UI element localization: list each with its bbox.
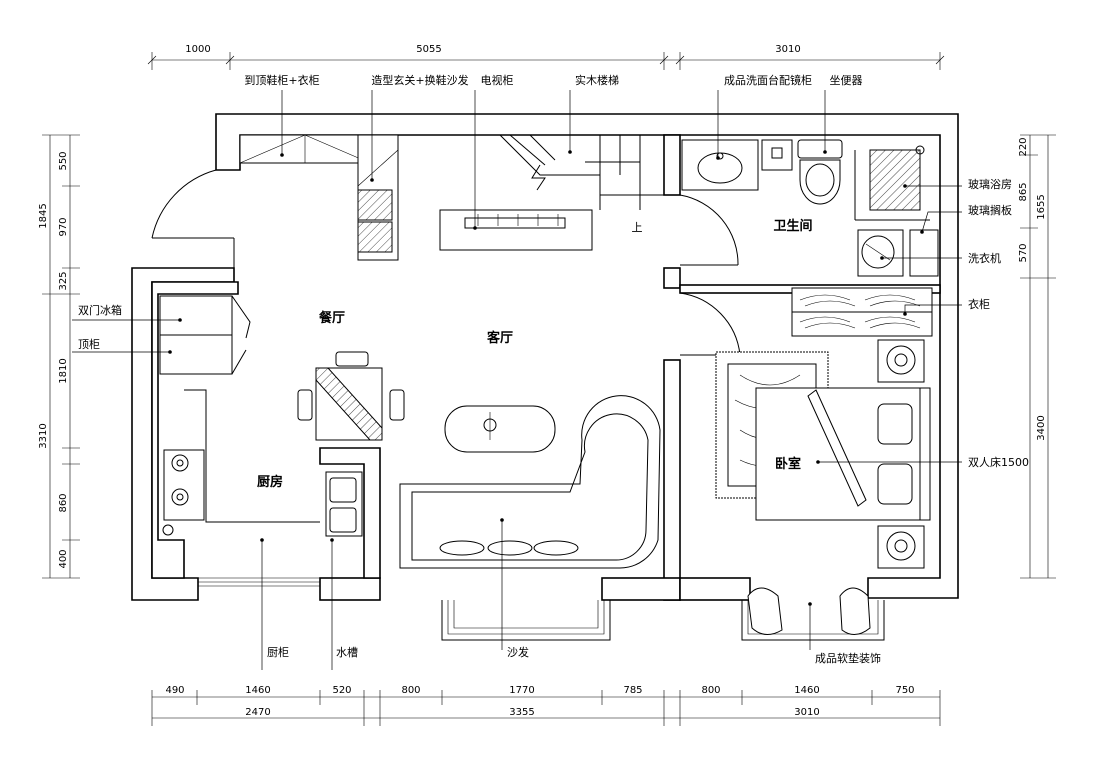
dim-right-outer-1: 1655 bbox=[1036, 194, 1047, 219]
doors bbox=[151, 169, 741, 356]
room-living: 客厅 bbox=[487, 330, 513, 346]
bay-windows bbox=[198, 577, 885, 641]
dim-left-inner-6: 400 bbox=[58, 549, 69, 568]
dim-bottom-total-1: 2470 bbox=[245, 707, 270, 718]
dining-table bbox=[297, 351, 405, 441]
label-wardrobe: 衣柜 bbox=[968, 297, 990, 311]
toilet bbox=[797, 139, 843, 205]
wardrobe bbox=[791, 287, 933, 337]
label-sink: 水槽 bbox=[336, 646, 358, 659]
label-stairs: 实木楼梯 bbox=[575, 73, 619, 87]
room-bedroom: 卧室 bbox=[775, 456, 801, 472]
dim-bottom-total-2: 3355 bbox=[509, 707, 534, 718]
label-double-bed: 双人床1500 bbox=[968, 455, 1029, 469]
label-soft-cushion: 成品软垫装饰 bbox=[815, 651, 881, 665]
dim-right-inner-3: 570 bbox=[1018, 243, 1029, 262]
label-glass-shower: 玻璃浴房 bbox=[968, 177, 1012, 191]
dim-left-outer-1: 1845 bbox=[38, 203, 49, 228]
dim-left-inner-5: 860 bbox=[58, 493, 69, 512]
staircase bbox=[499, 134, 664, 210]
foyer-bench bbox=[357, 134, 399, 261]
dim-top-1: 1000 bbox=[185, 44, 210, 55]
dim-bottom-total-3: 3010 bbox=[794, 707, 819, 718]
leader-lines bbox=[72, 90, 962, 670]
fridge bbox=[159, 295, 251, 375]
glass-shower bbox=[854, 145, 930, 221]
cooktop bbox=[162, 449, 205, 536]
dim-bottom-1: 490 bbox=[165, 685, 184, 696]
coffee-table bbox=[444, 405, 556, 453]
dim-right-inner-2: 865 bbox=[1018, 182, 1029, 201]
tv-cabinet bbox=[439, 209, 593, 251]
dim-bottom-9: 750 bbox=[895, 685, 914, 696]
dim-top-3: 3010 bbox=[775, 44, 800, 55]
dimension-lines-top bbox=[147, 52, 945, 70]
dim-left-inner-1: 550 bbox=[58, 151, 69, 170]
label-basin-mirror: 成品洗面台配镜柜 bbox=[724, 73, 812, 87]
stair-up-label: 上 bbox=[632, 221, 643, 234]
sofa bbox=[399, 395, 661, 569]
label-fridge: 双门冰箱 bbox=[78, 303, 122, 317]
dimension-lines-bottom bbox=[151, 690, 941, 726]
label-kitchen-cabinet: 厨柜 bbox=[267, 646, 289, 659]
dim-right-outer-2: 3400 bbox=[1036, 415, 1047, 440]
dim-bottom-5: 1770 bbox=[509, 685, 534, 696]
label-top-cabinet: 顶柜 bbox=[78, 338, 100, 351]
dimension-lines-left bbox=[42, 134, 80, 579]
basin-cabinet bbox=[681, 139, 793, 191]
dim-bottom-6: 785 bbox=[623, 685, 642, 696]
label-glass-shelf: 玻璃搁板 bbox=[968, 203, 1012, 217]
label-shoe-cabinet: 到顶鞋柜+衣柜 bbox=[244, 73, 319, 87]
room-bathroom: 卫生间 bbox=[773, 218, 812, 234]
dim-bottom-7: 800 bbox=[701, 685, 720, 696]
dim-bottom-3: 520 bbox=[332, 685, 351, 696]
bay-cushions bbox=[747, 587, 871, 635]
dim-right-inner-1: 220 bbox=[1018, 137, 1029, 156]
dim-left-inner-3: 325 bbox=[58, 271, 69, 290]
label-sofa: 沙发 bbox=[507, 645, 529, 659]
label-toilet: 坐便器 bbox=[830, 74, 863, 87]
shoe-cabinet bbox=[239, 134, 371, 164]
dim-left-inner-2: 970 bbox=[58, 217, 69, 236]
dim-bottom-8: 1460 bbox=[794, 685, 819, 696]
label-washer: 洗衣机 bbox=[968, 251, 1001, 265]
dim-top-2: 5055 bbox=[416, 44, 441, 55]
dim-bottom-4: 800 bbox=[401, 685, 420, 696]
room-dining: 餐厅 bbox=[318, 310, 345, 326]
room-kitchen: 厨房 bbox=[257, 474, 283, 490]
dim-left-inner-4: 1810 bbox=[58, 358, 69, 383]
double-bed bbox=[755, 387, 931, 521]
dim-left-outer-2: 3310 bbox=[38, 423, 49, 448]
nightstands bbox=[877, 339, 925, 569]
dim-bottom-2: 1460 bbox=[245, 685, 270, 696]
kitchen-sink bbox=[325, 471, 363, 537]
dimension-lines-right bbox=[1020, 134, 1056, 579]
label-foyer-sofa: 造型玄关+换鞋沙发 bbox=[371, 73, 468, 87]
washing-machine bbox=[857, 229, 939, 277]
label-tv-cabinet: 电视柜 bbox=[481, 73, 514, 87]
